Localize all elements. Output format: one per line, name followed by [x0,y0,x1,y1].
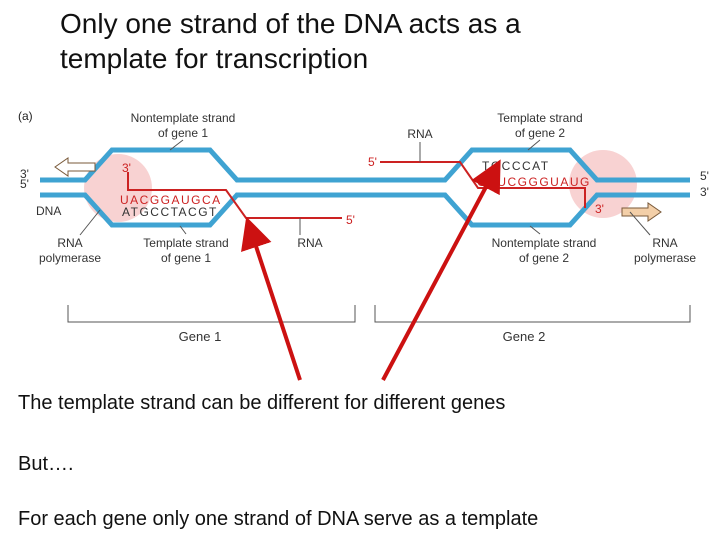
label-3prime-top-left: 3' [20,167,29,181]
polymerase-direction-arrow-right [621,202,662,222]
label-nontemplate-gene1-l2: of gene 1 [158,126,208,140]
label-5prime-top-left: 5' [20,177,29,191]
label-3prime-right: 3' [700,185,709,199]
label-gene2: Gene 2 [503,329,546,344]
label-template-gene1-l2: of gene 1 [161,251,211,265]
body-text-2: But…. [18,453,74,475]
leader-line-rna-pol-right [629,211,651,236]
label-rna-pol-right-l1: RNA [652,236,677,250]
dna-top-strand [40,147,690,183]
body-text-3: For each gene only one strand of DNA ser… [18,508,539,530]
dna-sequence-gene1: ATGCCTACGT [122,205,218,219]
leader-line-template-gene2 [527,139,541,151]
leader-line-rna-pol-left [79,209,101,236]
label-5prime-rna1: 5' [346,213,355,227]
label-nontemplate-gene2-l1: Nontemplate strand [492,236,597,250]
label-3prime-rna2: 3' [595,202,604,216]
label-template-gene1-l1: Template strand [143,236,228,250]
dna-sequence-gene2: TGCCCAT [482,159,550,173]
rna-sequence-gene1: UACGGAUGCA [120,193,222,207]
label-rna-pol-left-l1: RNA [57,236,82,250]
label-rna-top: RNA [407,127,432,141]
gene1-bracket [67,305,356,323]
label-rna-pol-right-l2: polymerase [634,251,696,265]
rna-transcript-1 [127,172,342,219]
title-line-1: Only one strand of the DNA acts as a [60,8,521,39]
label-5prime-right: 5' [700,169,709,183]
leader-line-nontemplate-gene2 [529,225,541,235]
label-nontemplate-gene2-l2: of gene 2 [519,251,569,265]
label-rna-pol-left-l2: polymerase [39,251,101,265]
slide-title: Only one strand of the DNA acts as a tem… [60,6,700,76]
label-dna: DNA [36,204,61,218]
leader-line-template-gene1 [179,225,187,235]
rna-polymerase-left-shape [84,154,152,222]
label-nontemplate-gene1-l1: Nontemplate strand [131,111,236,125]
rna-sequence-gene2: GAUCGGGUAUG [477,175,591,189]
polymerase-direction-arrow-left [54,157,96,177]
label-template-gene2-l2: of gene 2 [515,126,565,140]
gene2-bracket [374,305,691,323]
panel-label: (a) [18,109,33,123]
leader-line-nontemplate-gene1 [169,139,184,151]
label-5prime-rna2: 5' [368,155,377,169]
label-3prime-rna1: 3' [122,161,131,175]
dna-bottom-strand [40,192,690,228]
label-gene1: Gene 1 [179,329,222,344]
label-rna-bottom: RNA [297,236,322,250]
label-template-gene2-l1: Template strand [497,111,582,125]
body-text-1: The template strand can be different for… [18,392,506,414]
transcription-diagram: UACGGAUGCA ATGCCTACGT TGCCCAT GAUCGGGUAU… [18,109,709,344]
title-line-2: template for transcription [60,43,369,74]
